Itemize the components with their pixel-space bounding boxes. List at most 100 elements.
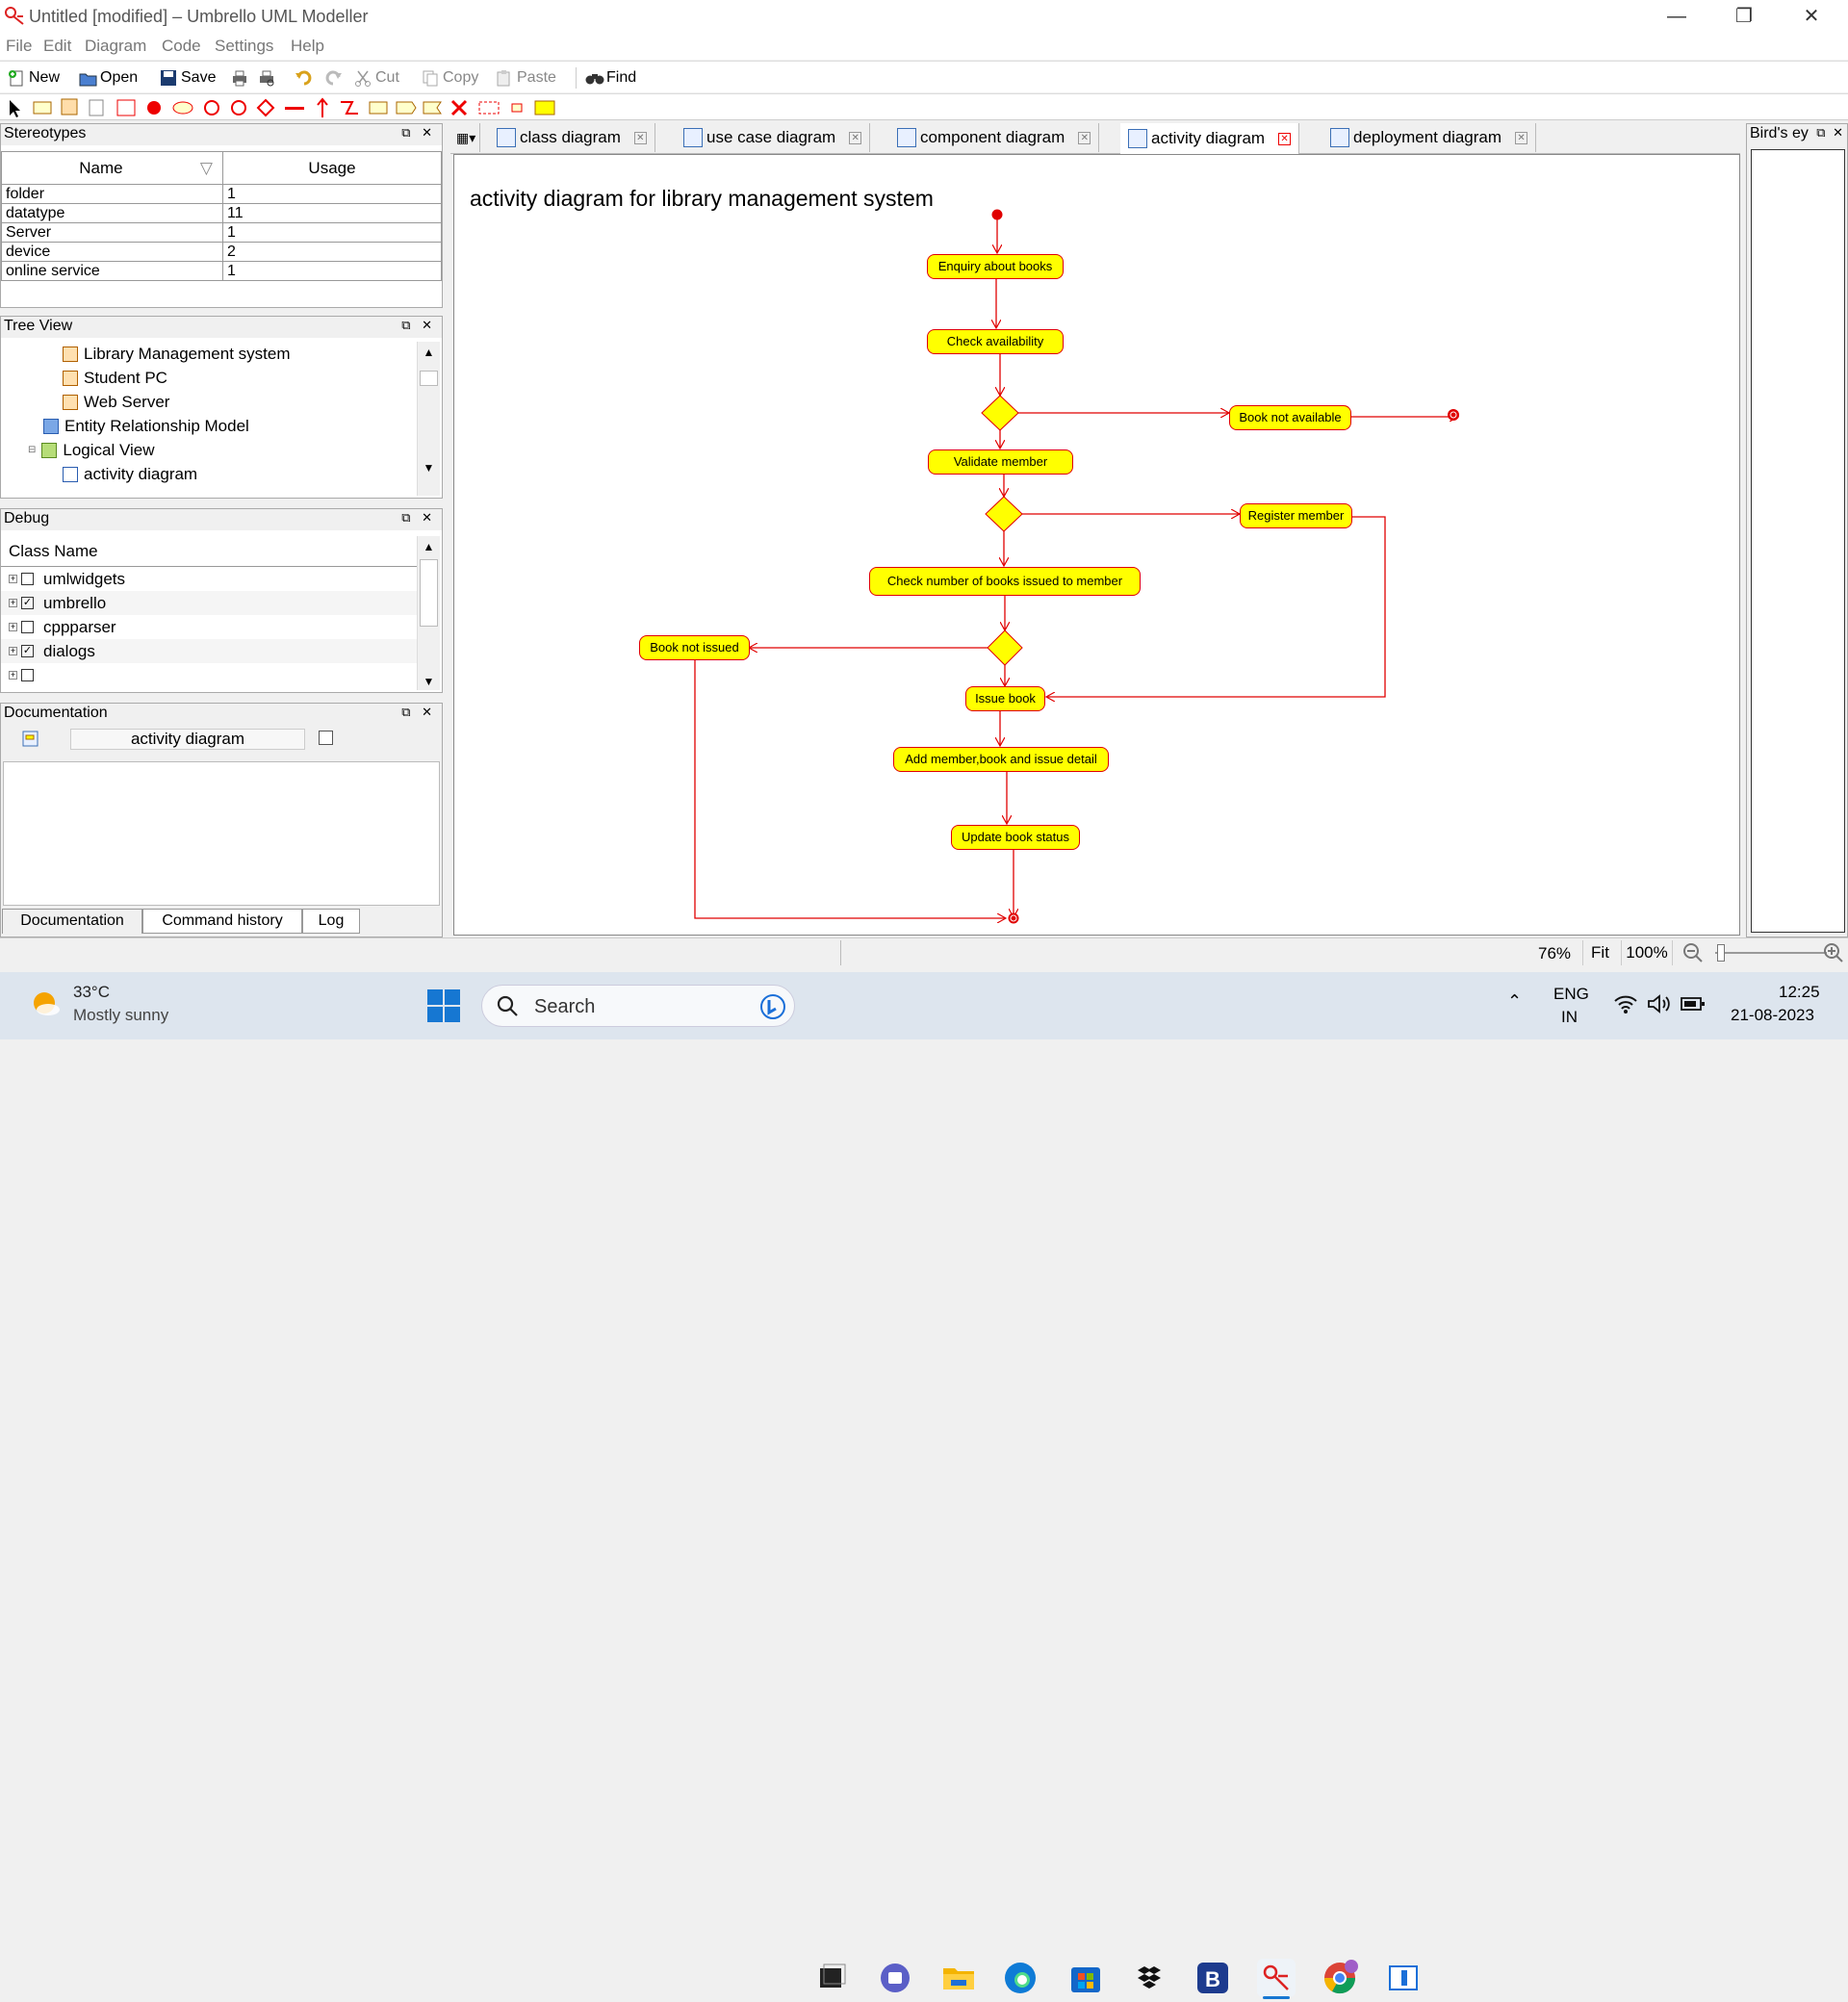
booking-app-icon[interactable]: B [1194,1959,1232,1997]
cut-button[interactable]: Cut [354,67,399,89]
send-signal-icon[interactable] [396,101,417,115]
dependency-icon[interactable] [317,97,328,117]
tab-use-case-diagram[interactable]: use case diagram✕ [676,123,871,152]
checkbox[interactable] [21,669,34,681]
dock-float-close-icon[interactable]: ⧉ ✕ [401,510,436,525]
activity-book-not-issued[interactable]: Book not issued [639,635,750,660]
close-icon[interactable]: ✕ [633,131,647,144]
debug-row-umlwidgets[interactable]: +umlwidgets [9,569,126,588]
new-button[interactable]: New [8,67,60,89]
documentation-checkbox[interactable] [319,731,333,745]
clock-time[interactable]: 12:25 [1779,983,1820,1001]
zoom-100-button[interactable]: 100% [1621,940,1673,965]
object-node-icon[interactable] [369,101,388,115]
tree-item-activity-diagram[interactable]: activity diagram [1,462,417,486]
tab-component-diagram[interactable]: component diagram✕ [889,123,1100,152]
branch-icon[interactable] [256,98,275,117]
tree-item-web-server[interactable]: Web Server [1,390,417,414]
pin-icon[interactable] [511,103,523,113]
scroll-thumb[interactable] [420,559,438,627]
menu-settings[interactable]: Settings [215,37,274,55]
menu-edit[interactable]: Edit [43,37,72,55]
text-line-icon[interactable] [33,101,52,115]
copy-button[interactable]: Copy [422,67,478,89]
activity-check-availability[interactable]: Check availability [927,329,1064,354]
close-window-button[interactable]: ✕ [1803,6,1820,27]
close-icon[interactable]: ✕ [849,131,862,144]
debug-row-dialogs[interactable]: +✓dialogs [1,639,417,663]
umbrello-taskbar-icon[interactable] [1257,1959,1296,1997]
tab-command-history[interactable]: Command history [142,909,302,934]
zoom-slider-handle[interactable] [1717,944,1725,962]
documentation-textarea[interactable] [3,761,440,906]
decision-node[interactable] [987,629,1023,666]
tree-item-logical-view[interactable]: ⊟Logical View [28,440,155,459]
tab-activity-diagram[interactable]: activity diagram✕ [1120,123,1300,154]
tab-deployment-diagram[interactable]: deployment diagram✕ [1322,123,1537,152]
initial-node[interactable] [991,209,1003,220]
print-button[interactable] [231,67,248,89]
diagram-canvas[interactable]: activity diagram for library management … [453,154,1740,936]
select-arrow-icon[interactable] [10,100,20,117]
debug-row-umbrello[interactable]: +✓umbrello [1,591,417,615]
menu-help[interactable]: Help [291,37,324,55]
combined-fragment-icon[interactable] [534,100,555,116]
debug-row-empty[interactable]: + [1,663,417,687]
save-button[interactable]: Save [160,67,216,89]
menu-diagram[interactable]: Diagram [85,37,147,55]
microsoft-store-icon[interactable] [1066,1959,1105,1997]
minimize-button[interactable]: — [1667,6,1686,27]
weather-temp[interactable]: 33°C [73,983,110,1001]
scroll-down-icon[interactable]: ▼ [423,675,435,688]
volume-icon[interactable] [1646,993,1671,1014]
expand-icon[interactable]: + [9,574,17,583]
activity-update-book-status[interactable]: Update book status [951,825,1080,850]
zoom-fit-button[interactable]: Fit [1582,940,1617,965]
debug-scrollbar[interactable]: ▲ ▼ [417,536,440,690]
expand-icon[interactable]: + [9,670,17,680]
new-tab-button[interactable]: ▦▾ [452,123,481,152]
region-icon[interactable] [116,99,136,116]
class-name-header[interactable]: Class Name [1,536,417,567]
fork-icon[interactable] [285,107,304,110]
open-button[interactable]: Open [79,67,138,89]
dock-float-close-icon[interactable]: ⧉ ✕ [401,318,436,332]
debug-row-cppparser[interactable]: +cppparser [9,617,116,636]
chrome-icon[interactable] [1321,1959,1359,1997]
accept-signal-icon[interactable] [423,101,442,115]
checkbox-checked[interactable]: ✓ [21,645,34,657]
zoom-slider[interactable] [1713,942,1829,963]
language-indicator[interactable]: ENG [1553,985,1589,1003]
dock-float-close-icon[interactable]: ⧉ ✕ [401,125,436,140]
activity-issue-book[interactable]: Issue book [965,686,1045,711]
taskbar-search-input[interactable]: Search [481,985,795,1027]
teams-chat-icon[interactable] [876,1959,914,1997]
activity-add-member-book-issue-detail[interactable]: Add member,book and issue detail [893,747,1109,772]
checkbox[interactable] [21,621,34,633]
col-usage-header[interactable]: Usage [222,151,442,185]
final-node[interactable] [1448,409,1459,421]
final-activity-icon[interactable] [231,100,246,116]
tab-documentation[interactable]: Documentation [2,909,142,934]
paste-button[interactable]: Paste [496,67,556,89]
tab-log[interactable]: Log [302,909,360,934]
tree-item-entity-relationship-model[interactable]: Entity Relationship Model [1,414,417,438]
documentation-name-field[interactable]: activity diagram [70,729,305,750]
scroll-up-icon[interactable]: ▲ [423,540,435,553]
dock-float-close-icon[interactable]: ⧉ ✕ [401,705,436,719]
activity-icon[interactable] [172,101,193,115]
note-icon[interactable] [61,98,78,116]
col-name-header[interactable]: Name▽ [1,151,223,185]
dock-float-close-icon[interactable]: ⧉ ✕ [1816,125,1845,140]
zoom-in-icon[interactable] [1823,942,1844,963]
activity-validate-member[interactable]: Validate member [928,449,1073,475]
close-icon[interactable]: ✕ [1278,132,1292,145]
file-explorer-icon[interactable] [939,1959,978,1997]
region-indicator[interactable]: IN [1561,1008,1578,1026]
end-activity-icon[interactable] [204,100,219,116]
